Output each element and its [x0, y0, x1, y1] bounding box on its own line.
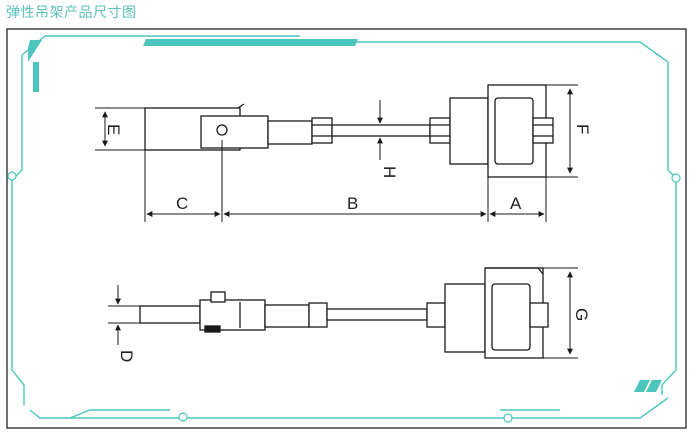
- hex-nut: [311, 117, 333, 144]
- turnbuckle: [267, 120, 313, 145]
- dim-label-a: A: [510, 194, 522, 213]
- dim-label-b: B: [347, 194, 358, 213]
- clevis: [200, 115, 269, 149]
- hanger-plate: [139, 305, 201, 324]
- tech-stripes: [28, 39, 662, 392]
- dim-label-d: D: [117, 350, 136, 362]
- spring-housing: [449, 97, 489, 165]
- page-title: 弹性吊架产品尺寸图: [6, 5, 137, 21]
- threaded-rod-side: [326, 308, 428, 321]
- dim-label-g: G: [572, 308, 591, 321]
- dim-label-c: C: [176, 194, 188, 213]
- outer-frame: [6, 28, 687, 429]
- end-nut-side: [529, 302, 549, 328]
- threaded-rod: [331, 124, 431, 137]
- dimension-lines: [95, 84, 578, 359]
- tech-nodes: [7, 171, 681, 423]
- tech-border: [11, 35, 677, 419]
- dim-label-h: H: [380, 166, 399, 178]
- top-view: [144, 84, 554, 178]
- spring-housing-side: [444, 283, 486, 353]
- turnbuckle-side: [264, 304, 310, 328]
- pin-hole: [216, 124, 228, 136]
- dim-label-f: F: [573, 124, 592, 134]
- dim-label-e: E: [104, 124, 123, 135]
- end-nut: [532, 117, 554, 144]
- bottom-view: [139, 267, 549, 359]
